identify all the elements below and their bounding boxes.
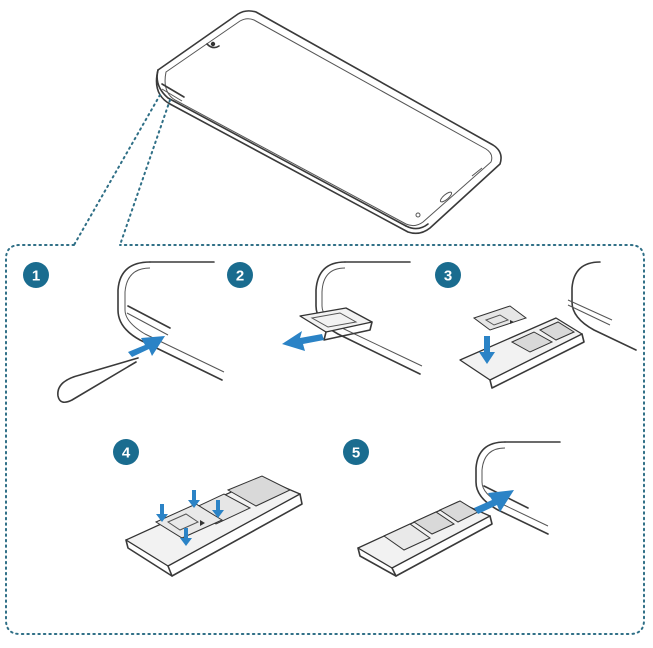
arrow-down-icon-a xyxy=(188,490,200,508)
step-3: 3 xyxy=(435,261,637,389)
arrow-down-icon-d xyxy=(180,528,192,546)
step-number-1: 1 xyxy=(32,268,40,285)
step-number-5: 5 xyxy=(352,445,360,462)
step-number-4: 4 xyxy=(122,445,131,462)
arrow-down-icon xyxy=(479,336,495,364)
phone-illustration xyxy=(155,10,502,235)
arrow-insert-icon xyxy=(474,490,514,514)
arrow-down-icon-b xyxy=(212,500,224,518)
arrow-right-icon xyxy=(128,336,165,357)
step-4: 4 xyxy=(113,439,303,577)
step-number-2: 2 xyxy=(236,268,244,285)
step-badge-4: 4 xyxy=(113,439,139,465)
step-badge-1: 1 xyxy=(23,262,49,288)
step-2: 2 xyxy=(227,261,423,375)
step-badge-5: 5 xyxy=(343,439,369,465)
step-badge-3: 3 xyxy=(435,262,461,288)
ejection-pin-icon xyxy=(57,357,139,404)
arrow-left-icon xyxy=(282,331,324,351)
step-1: 1 xyxy=(23,261,225,404)
arrow-down-icon-c xyxy=(156,504,168,522)
step-number-3: 3 xyxy=(444,268,452,285)
step-badge-2: 2 xyxy=(227,262,253,288)
callout-frame xyxy=(5,94,645,635)
step-5: 5 xyxy=(343,439,561,577)
